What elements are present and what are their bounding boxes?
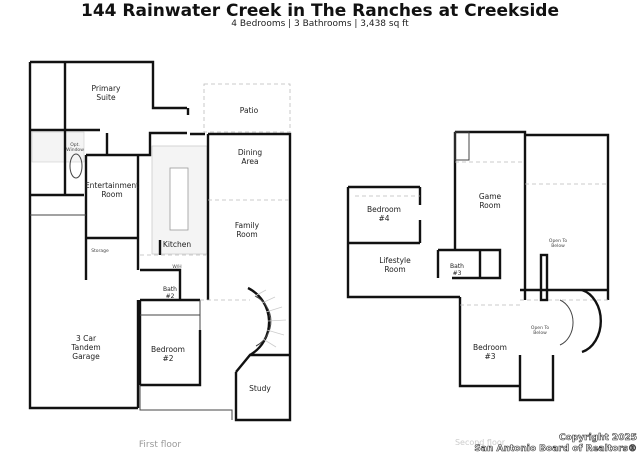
study-wall [235,353,290,373]
second-floor-caption: Second floor [455,438,506,447]
upper-stair-curve [581,288,602,354]
room-label-garage: 3 Car [76,334,97,343]
room-label-dining-2: Area [241,157,258,166]
label-opt-window-2: Window [66,147,84,153]
label-open-to-below: Open To [549,238,567,244]
room-label-bath3-2: #3 [453,270,462,277]
first-floor-caption: First floor [139,440,181,450]
room-label-family: Family [235,221,260,230]
svg-text:Bedroom#3: Bedroom#3 [473,343,507,361]
room-label-bedroom2-2: #2 [162,354,173,363]
kitchen-island [169,167,189,231]
room-label-bedroom4: Bedroom [367,205,401,214]
room-label-bedroom2: Bedroom [151,345,185,354]
room-label-family-2: Room [236,230,257,239]
room-label-game: Game [479,192,502,201]
room-label-bedroom3: Bedroom [473,343,507,352]
first-floor-exterior-walls [28,60,292,422]
first-floor-interior-walls [30,62,210,302]
room-label-storage: Storage [91,248,109,254]
copyright-board: San Antonio Board of Realtors® [474,444,637,453]
room-label-entertainment: Entertainment [85,181,139,190]
room-label-bath2: Bath [163,286,177,293]
svg-text:Bath#2: Bath#2 [163,286,177,300]
room-label-garage-2: Tandem [70,343,100,352]
room-label-patio: Patio [240,106,259,115]
label-open-to-below-stair-2: Below [533,330,547,336]
room-label-game-2: Room [479,201,500,210]
upper-stair-inner [559,299,574,346]
room-label-primary-suite: Primary [92,84,122,93]
room-label-study: Study [249,384,271,393]
room-label-kitchen: Kitchen [163,240,191,249]
second-floor-dashed [355,161,608,306]
room-label-lifestyle-2: Room [384,265,405,274]
room-label-bedroom3-2: #3 [484,352,495,361]
svg-text:Opt.Window: Opt.Window [66,142,84,153]
label-opt-window: Opt. [70,142,80,148]
svg-text:Bath#3: Bath#3 [450,263,464,277]
first-floor-dashed [140,199,290,301]
room-label-dining: Dining [238,148,262,157]
room-label-entertainment-2: Room [101,190,122,199]
bathtub [69,153,83,179]
room-label-garage-3: Garage [72,352,100,361]
patio-outline [203,83,291,133]
railing [539,253,549,302]
room-label-bedroom4-2: #4 [378,214,389,223]
page-subtitle: 4 Bedrooms | 3 Bathrooms | 3,438 sq ft [231,19,409,29]
svg-text:Bedroom#2: Bedroom#2 [151,345,185,363]
room-label-bath2-2: #2 [166,293,175,300]
svg-text:Bedroom#4: Bedroom#4 [367,205,401,223]
label-open-to-below-2: Below [551,243,565,249]
label-open-to-below-stair: Open To [531,325,549,331]
copyright-line: Copyright 2025 [559,433,637,443]
first-floor-partitions [30,214,201,330]
stair-treads [254,289,287,348]
porch-outline [139,385,233,420]
room-label-lifestyle: Lifestyle [379,256,411,265]
room-label-wih: W/H [172,264,181,270]
page-title: 144 Rainwater Creek in The Ranches at Cr… [81,1,559,21]
primary-bath-floor [31,131,85,163]
room-label-bath3: Bath [450,263,464,270]
closet-x [454,131,470,161]
room-label-primary-suite-2: Suite [96,93,116,102]
